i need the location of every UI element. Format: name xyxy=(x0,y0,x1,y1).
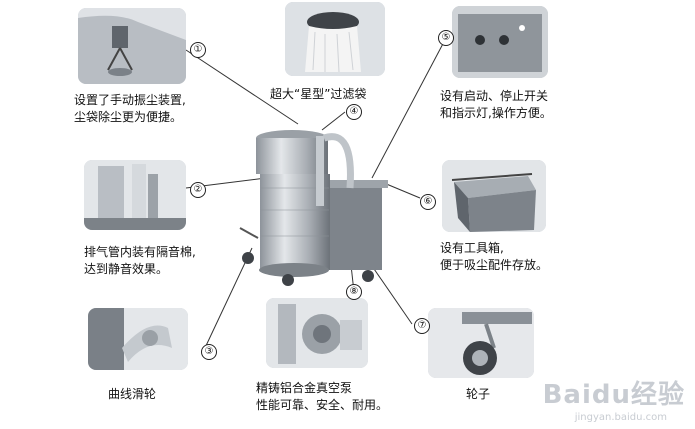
curved-pulley-thumbnail xyxy=(88,308,188,370)
caption-line: 和指示灯,操作方便。 xyxy=(440,106,552,120)
caption-line: 超大“星型”过滤袋 xyxy=(270,87,367,101)
callout-caption-6: 设有工具箱, 便于吸尘配件存放。 xyxy=(440,240,548,274)
caption-line: 尘袋除尘更为便捷。 xyxy=(74,110,183,124)
caption-line: 排气管内装有隔音棉, xyxy=(84,245,196,259)
control-panel-thumbnail xyxy=(452,6,548,78)
exhaust-pipe-thumbnail xyxy=(84,160,186,230)
callout-caption-1: 设置了手动振尘装置, 尘袋除尘更为便捷。 xyxy=(74,92,186,126)
control-panel-icon xyxy=(452,6,548,78)
exhaust-pipe-icon xyxy=(84,160,186,230)
callout-number-2: ② xyxy=(190,182,206,198)
connector-7 xyxy=(371,265,413,325)
baidu-jingyan-watermark-logo: Baidu经验 xyxy=(542,380,685,410)
wheel-icon xyxy=(428,308,534,378)
caption-line: 达到静音效果。 xyxy=(84,262,169,276)
caption-line: 设置了手动振尘装置, xyxy=(74,93,186,107)
wheel-thumbnail xyxy=(428,308,534,378)
callout-caption-5: 设有启动、停止开关 和指示灯,操作方便。 xyxy=(440,88,552,122)
star-filter-bag-thumbnail xyxy=(285,2,385,76)
connector-4 xyxy=(321,111,346,131)
callout-caption-4: 超大“星型”过滤袋 xyxy=(270,86,366,103)
caption-line: 性能可靠、安全、耐用。 xyxy=(256,398,389,412)
tool-box-thumbnail xyxy=(442,160,546,232)
caption-line: 便于吸尘配件存放。 xyxy=(440,258,549,272)
caption-line: 设有工具箱, xyxy=(440,241,504,255)
callout-number-3: ③ xyxy=(201,344,217,360)
callout-number-8: ⑧ xyxy=(346,284,362,300)
callout-number-5: ⑤ xyxy=(438,30,454,46)
callout-caption-8: 精铸铝合金真空泵 性能可靠、安全、耐用。 xyxy=(256,380,388,414)
vacuum-pump-icon xyxy=(266,298,368,368)
callout-number-4: ④ xyxy=(346,104,362,120)
caption-line: 精铸铝合金真空泵 xyxy=(256,381,353,395)
manual-shaker-icon xyxy=(78,8,186,84)
star-filter-bag-icon xyxy=(285,2,385,76)
caption-line: 轮子 xyxy=(466,387,491,401)
callout-number-1: ① xyxy=(190,42,206,58)
caption-line: 曲线滑轮 xyxy=(108,387,157,401)
caption-line: 设有启动、停止开关 xyxy=(440,89,549,103)
callout-number-6: ⑥ xyxy=(420,194,436,210)
callout-caption-2: 排气管内装有隔音棉, 达到静音效果。 xyxy=(84,244,196,278)
manual-shaker-thumbnail xyxy=(78,8,186,84)
callout-caption-3: 曲线滑轮 xyxy=(108,386,156,403)
tool-box-icon xyxy=(442,160,546,232)
connector-5 xyxy=(371,37,447,179)
industrial-vacuum-cleaner-illustration xyxy=(239,130,388,286)
connector-1 xyxy=(185,49,299,125)
curved-pulley-icon xyxy=(88,308,188,370)
connector-3 xyxy=(203,247,253,351)
callout-caption-7: 轮子 xyxy=(466,386,490,403)
connector-6 xyxy=(383,182,421,199)
vacuum-pump-thumbnail xyxy=(266,298,368,368)
callout-number-7: ⑦ xyxy=(414,318,430,334)
watermark-url: jingyan.baidu.com xyxy=(574,412,667,423)
